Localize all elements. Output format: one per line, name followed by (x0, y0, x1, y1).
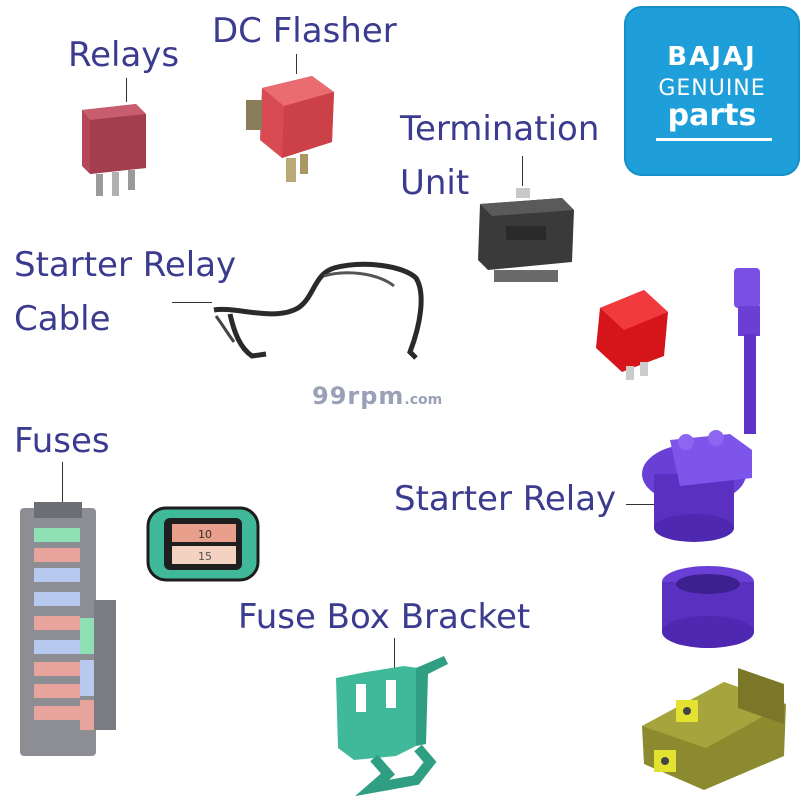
bajaj-genuine-parts-logo: BAJAJ GENUINE parts (624, 6, 800, 176)
fuses-label: Fuses (14, 421, 110, 461)
starter-relay-boot-image (662, 566, 754, 648)
logo-genuine: GENUINE (658, 76, 766, 101)
termination-leader-line (522, 156, 523, 186)
starter-relay-image (642, 268, 760, 542)
cable-leader-line (172, 302, 212, 303)
termination-unit-label-line2: Unit (400, 163, 470, 203)
relays-leader-line (126, 78, 127, 102)
starter-relay-leader-line (626, 504, 656, 505)
starter-relay-cable-label-line1: Starter Relay (14, 245, 237, 285)
starter-relay-cable-label-line2: Cable (14, 299, 111, 339)
watermark-main: 99rpm (312, 382, 405, 410)
starter-relay-label: Starter Relay (394, 479, 617, 519)
starter-relay-cap-image (596, 290, 668, 380)
dc-flasher-leader-line (296, 54, 297, 74)
termination-unit-image (478, 188, 574, 282)
logo-parts: parts (667, 98, 757, 133)
termination-unit-label-line1: Termination (400, 109, 600, 149)
fuse-rating-10: 10 (198, 528, 212, 541)
fuse-box-bracket-image (336, 656, 448, 797)
fuse-holder-image: 10 15 (146, 506, 260, 582)
relay-image (82, 104, 146, 196)
99rpm-watermark: 99rpm.com (312, 382, 442, 410)
bracket-leader-line (394, 638, 395, 672)
dc-flasher-label: DC Flasher (212, 11, 397, 51)
starter-relay-mount-image (642, 668, 786, 790)
fuse-rating-15: 15 (198, 550, 212, 563)
fuses-leader-line (62, 462, 63, 512)
logo-underline (656, 138, 772, 141)
dc-flasher-image (246, 76, 334, 182)
relays-label: Relays (68, 35, 180, 75)
fuse-box-image (20, 502, 116, 756)
logo-brand: BAJAJ (667, 42, 757, 72)
starter-relay-cable-image (213, 261, 424, 360)
watermark-suffix: .com (404, 392, 443, 408)
fuse-box-bracket-label: Fuse Box Bracket (238, 597, 531, 637)
